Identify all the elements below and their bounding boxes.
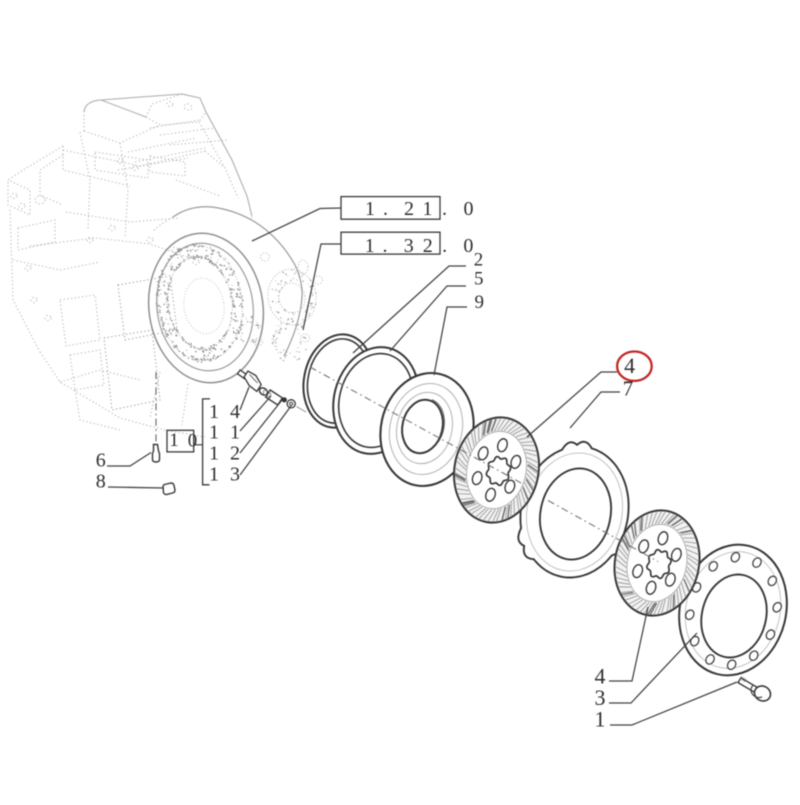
svg-text:.: . [383,198,388,220]
svg-text:2: 2 [423,235,433,257]
svg-text:2: 2 [404,198,414,220]
svg-text:1: 1 [230,422,240,444]
svg-text:0: 0 [188,431,198,452]
svg-text:9: 9 [475,292,485,313]
svg-text:1: 1 [595,707,606,732]
svg-text:.: . [442,198,447,220]
svg-text:1: 1 [423,198,433,220]
svg-text:2: 2 [474,249,484,270]
svg-text:4: 4 [230,401,240,423]
svg-text:1: 1 [365,198,375,220]
svg-text:3: 3 [230,464,240,486]
svg-text:3: 3 [404,235,414,257]
svg-text:0: 0 [464,198,474,220]
svg-text:.: . [442,235,447,257]
svg-text:1: 1 [209,422,219,444]
svg-text:1: 1 [365,235,375,257]
svg-text:1: 1 [209,464,219,486]
svg-text:6: 6 [96,449,106,471]
svg-text:1: 1 [209,443,219,465]
svg-text:2: 2 [230,443,240,465]
svg-text:1: 1 [209,401,219,423]
svg-text:.: . [383,235,388,257]
svg-text:4: 4 [624,353,635,378]
svg-text:0: 0 [463,235,473,257]
svg-text:5: 5 [474,269,484,290]
svg-text:7: 7 [623,377,634,401]
svg-text:8: 8 [96,471,106,493]
svg-text:1: 1 [169,430,179,451]
